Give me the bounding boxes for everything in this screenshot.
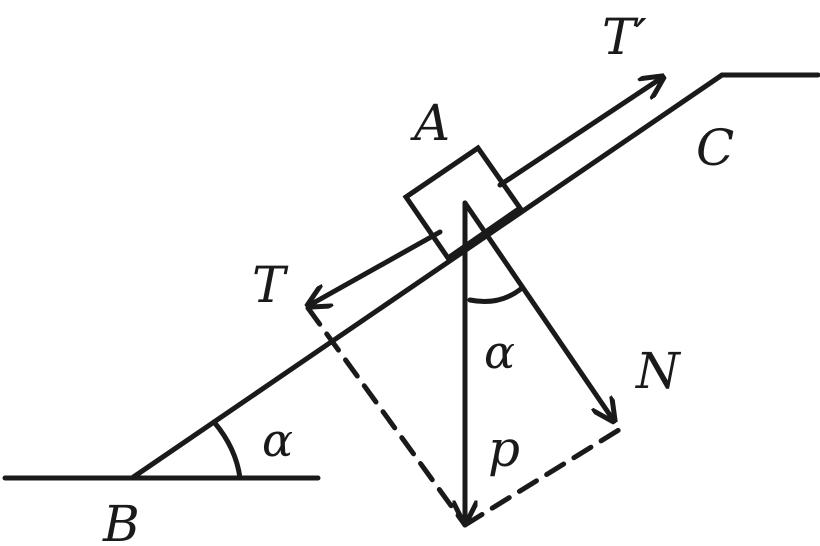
dashed-right-line bbox=[462, 425, 625, 528]
label-t: T bbox=[252, 256, 289, 314]
label-alpha-incline: α bbox=[262, 413, 293, 467]
tension-down-arrow bbox=[308, 229, 443, 306]
force-angle-arc bbox=[467, 285, 525, 304]
tension-up-arrow bbox=[497, 77, 663, 188]
normal-arrow bbox=[462, 200, 614, 421]
label-b: B bbox=[102, 495, 140, 546]
incline-angle-arc bbox=[211, 419, 243, 481]
label-alpha-force: α bbox=[484, 325, 515, 379]
label-t-prime: T′ bbox=[602, 8, 647, 66]
label-n: N bbox=[635, 342, 682, 400]
incline-line bbox=[129, 72, 725, 481]
label-c: C bbox=[696, 119, 734, 177]
label-p: p bbox=[488, 420, 520, 478]
label-a: A bbox=[410, 94, 450, 152]
dashed-left-line bbox=[305, 305, 468, 528]
